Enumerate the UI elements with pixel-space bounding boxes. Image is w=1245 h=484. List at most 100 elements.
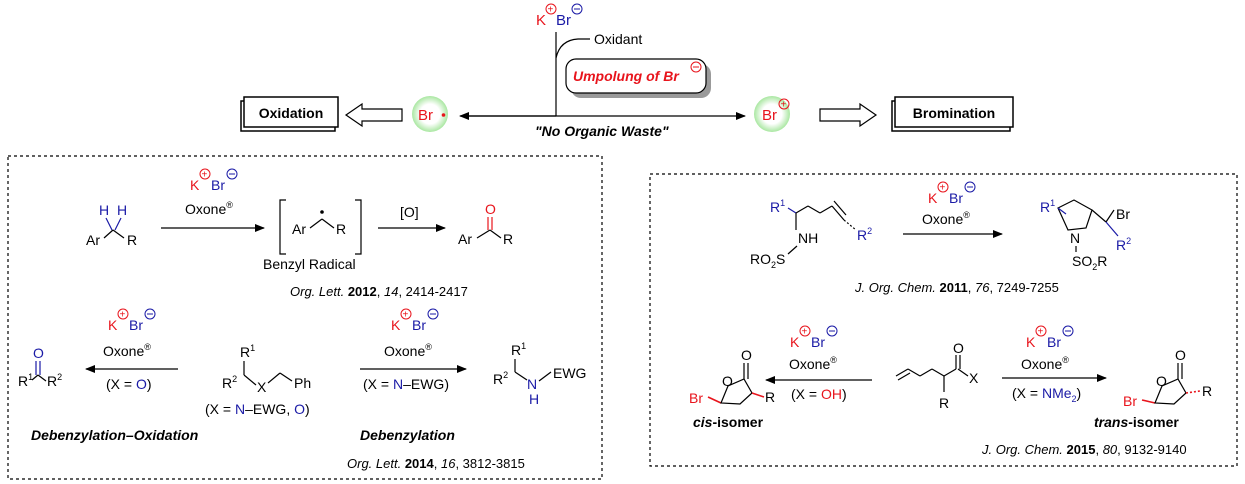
br-label: Br [811,334,825,350]
ketone-r2: R2 [47,372,62,389]
plus-sign: + [548,5,554,16]
k-label: K [790,334,800,350]
umpolung-text: Umpolung of Br [573,68,680,84]
oxone-label: Oxone® [1021,355,1069,372]
pyrrolidine-ring [1057,199,1093,231]
bracket-right [355,199,362,255]
prod-ar: Ar [458,231,472,247]
umpolung-box [565,58,707,94]
center-ph: Ph [294,375,311,391]
center-x: X [257,379,267,395]
hollow-arrow-left-icon [344,102,403,128]
bromination-box [894,96,1014,128]
plus-charge-icon [778,98,790,110]
k-label: K [536,12,546,29]
svg-text:+: + [120,310,126,321]
trans-r: R [1202,383,1212,399]
br-label: Br [949,190,963,206]
br-label: Br [556,12,571,29]
int-ar: Ar [292,221,306,237]
ketone-o: O [33,345,44,361]
svg-text:+: + [202,170,208,181]
sm-nh: NH [798,230,818,246]
pr-r2: R2 [1116,236,1131,253]
cis-isomer-label: cis-isomer [693,414,764,430]
cond-x-o: (X = O) [106,376,152,392]
o-condition: [O] [400,204,419,220]
sm-ro2s: RO2S [750,251,785,270]
trans-isomer-label: trans-isomer [1094,414,1179,430]
oxidant-label: Oxidant [594,31,642,47]
br-label: Br [412,317,426,333]
cis-r: R [765,389,775,405]
amine-n: N [527,376,537,392]
k-label: K [1026,334,1036,350]
pr-so2r: SO2R [1072,253,1107,272]
amine-h: H [529,391,539,407]
br-radical-glow [412,96,448,132]
k-label: K [391,317,401,333]
ref-joc-2015: J. Org. Chem. 2015, 80, 9132-9140 [981,442,1187,457]
pr-n: N [1070,230,1080,246]
oxidation-box-front [243,96,339,128]
cond-x-n: (X = N–EWG) [363,376,449,392]
center-condition: (X = N–EWG, O) [205,401,310,417]
prod-r: R [503,231,513,247]
left-dashed-frame [7,155,603,480]
cond-x-oh: (X = OH) [791,386,847,402]
svg-text:+: + [403,310,409,321]
trans-br: Br [1123,393,1137,409]
br-label: Br [1047,334,1061,350]
right-dashed-frame [649,173,1238,467]
radical-dot-icon [441,113,446,117]
amine-r1: R1 [511,341,526,358]
br-radical-label: Br [418,107,433,124]
radical-dot-icon [320,210,324,214]
sm-ar: Ar [86,232,100,248]
trans-lactone-ring [1154,378,1187,405]
minus-charge-icon [571,3,583,15]
br-label: Br [211,177,225,193]
sm-h1: H [99,202,109,218]
ref-joc-2011: J. Org. Chem. 2011, 76, 7249-7255 [854,280,1059,295]
cond-x-nme2: (X = NMe2) [1012,385,1081,404]
left-panel: H H Ar R K + Br Oxone® Ar R Benzyl Radic… [7,155,603,480]
cis-o2: O [741,347,752,363]
br-cation-label: Br [762,107,777,124]
sm-h2: H [117,202,127,218]
oxone-label: Oxone® [103,342,151,359]
k-label: K [928,190,938,206]
sm-r: R [127,232,137,248]
label-debenzylation-oxidation: Debenzylation–Oxidation [31,427,198,443]
cis-br: Br [689,390,703,406]
trans-o1: O [1156,373,1167,389]
center-r2: R2 [222,374,237,391]
trans-o2: O [1175,347,1186,363]
oxidant-branch [555,38,590,59]
svg-text:+: + [802,327,808,338]
k-label: K [108,317,118,333]
svg-text:+: + [781,100,787,111]
sm-o: O [953,340,964,356]
bromination-label: Bromination [913,105,995,121]
oxone-label: Oxone® [922,210,970,227]
k-label: K [190,177,200,193]
label-debenzylation: Debenzylation [360,427,455,443]
sm-r1: R1 [770,198,785,215]
center-r1: R1 [240,343,255,360]
amine-ewg: EWG [553,365,586,381]
bracket-left [279,199,286,255]
benzyl-radical-label: Benzyl Radical [263,256,356,272]
svg-text:+: + [940,183,946,194]
hollow-arrow-right-icon [819,102,878,128]
br-label: Br [129,317,143,333]
prod-o: O [485,201,496,217]
pr-r1: R1 [1040,198,1055,215]
br-cation-glow [754,96,790,132]
plus-charge-icon [545,3,557,15]
ketone-r1: R1 [18,372,33,389]
ref-org-lett-2012: Org. Lett. 2012, 14, 2414-2417 [290,284,468,299]
top-section: K + Br Oxidant Umpolung of Br "No Organi… [240,3,1014,139]
oxone-label: Oxone® [185,200,233,217]
